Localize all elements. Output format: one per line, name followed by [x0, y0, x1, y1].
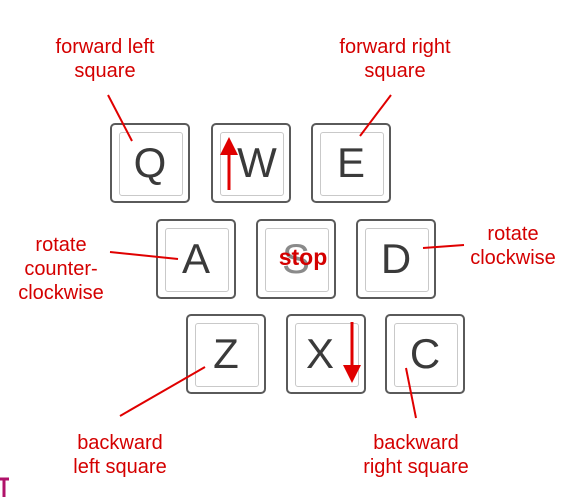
label-backward-right: backward right square: [363, 432, 469, 478]
key-c-letter: C: [409, 330, 441, 377]
label-forward-right: forward right square: [339, 36, 451, 82]
label-rotate-counter-clockwise: rotate counter- clockwise: [18, 234, 104, 304]
leader-rotate-cw: [422, 244, 465, 249]
key-q: Q: [110, 123, 190, 203]
key-s: S: [256, 219, 336, 299]
key-a-letter: A: [181, 235, 210, 282]
key-e-letter: E: [336, 139, 365, 186]
key-w-letter: W: [237, 139, 277, 186]
label-backward-left: backward left square: [73, 432, 167, 478]
key-q-letter: Q: [133, 139, 167, 186]
key-z: Z: [186, 314, 266, 394]
leader-forward-right: [359, 94, 392, 137]
key-c: C: [385, 314, 465, 394]
label-stop: stop: [278, 244, 328, 270]
label-rotate-clockwise: rotate clockwise: [470, 223, 556, 269]
key-w: W: [211, 123, 291, 203]
key-x-letter: X: [305, 330, 334, 377]
key-s-letter: S: [281, 235, 310, 282]
label-forward-left: forward left square: [55, 36, 155, 82]
key-e: E: [311, 123, 391, 203]
key-z-letter: Z: [213, 330, 239, 377]
key-d-letter: D: [380, 235, 412, 282]
leader-backward-right: [405, 367, 417, 419]
corner-mark-decoration: [0, 477, 9, 497]
key-d: D: [356, 219, 436, 299]
leader-forward-left: [107, 94, 133, 142]
leader-backward-left: [119, 366, 206, 417]
leader-rotate-ccw: [109, 251, 179, 260]
